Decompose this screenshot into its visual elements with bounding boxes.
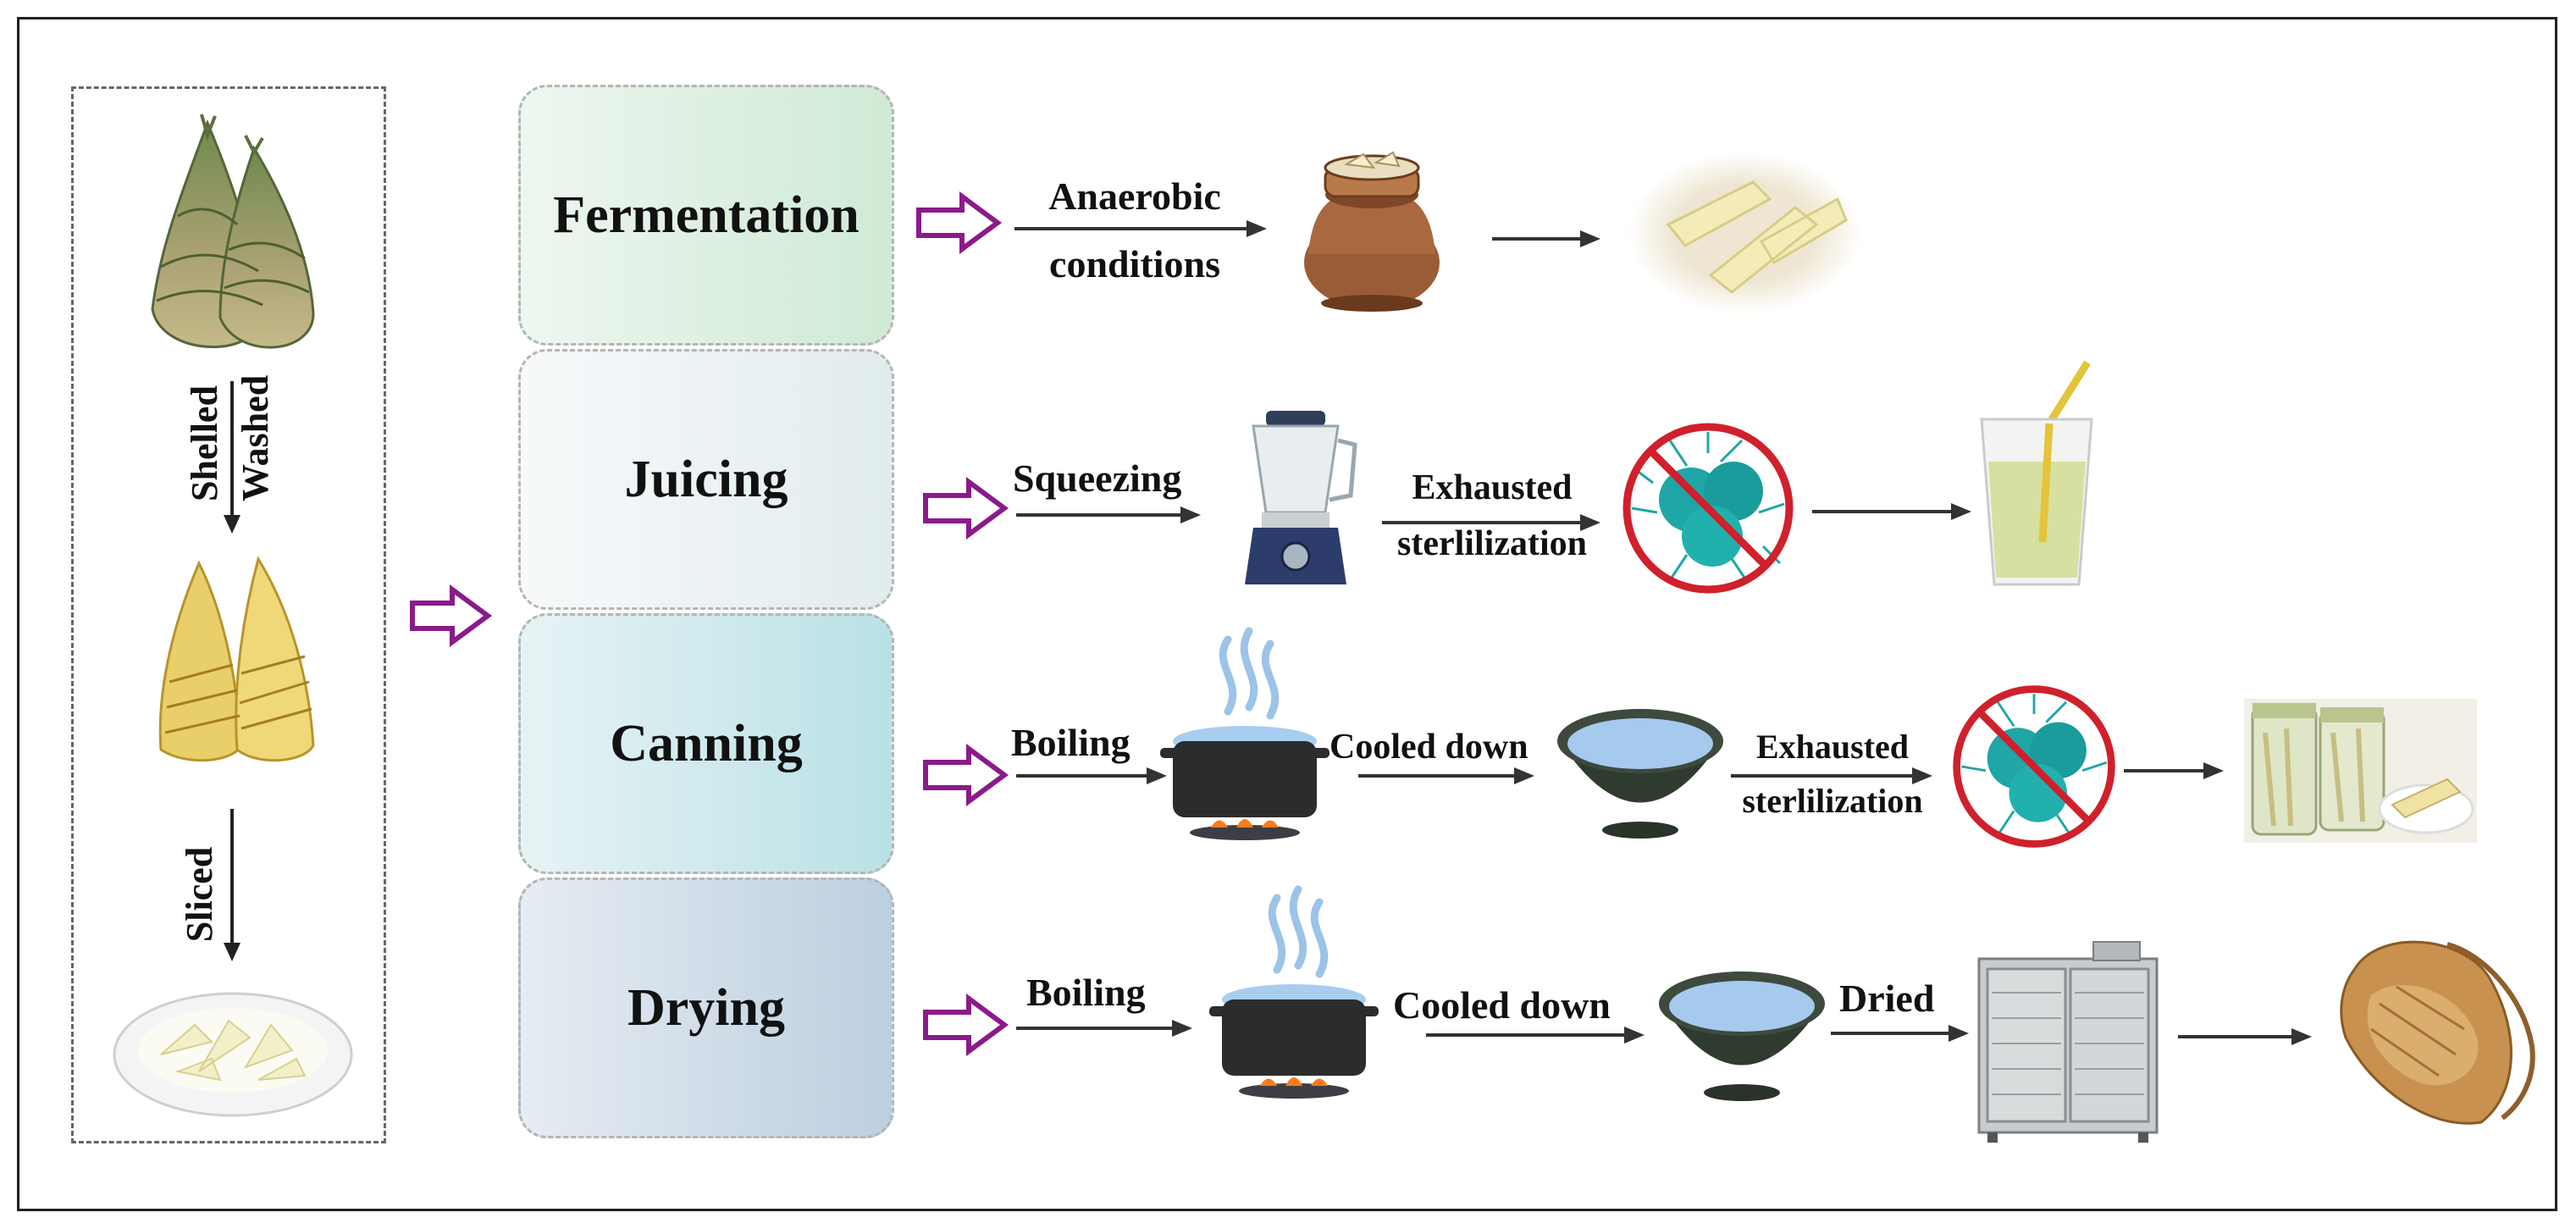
sliced-arrow	[224, 809, 240, 961]
shelled-washed-arrow	[224, 381, 240, 534]
exhausted-label-canning: Exhausted	[1755, 728, 1910, 766]
sterilization-no-virus-icon-juicing	[1622, 423, 1794, 594]
fermentation-arrow-1	[1014, 220, 1267, 237]
drying-arrow-2	[1426, 1027, 1645, 1044]
canned-bamboo-jars-image	[2244, 699, 2477, 843]
sliced-bamboo-plate-image	[113, 992, 353, 1117]
drying-arrow-3	[1831, 1025, 1969, 1042]
canning-hollow-arrow	[923, 744, 1009, 806]
boiling-label-canning: Boiling	[1011, 721, 1130, 764]
washed-label: Washed	[235, 374, 276, 501]
fermentation-arrow-2	[1492, 230, 1600, 247]
juice-glass-icon	[1980, 360, 2093, 586]
method-box-juicing: Juicing	[518, 349, 894, 610]
fermented-shoots-image	[1628, 152, 1861, 314]
cooled-down-label-canning: Cooled down	[1329, 728, 1528, 767]
sliced-label: Sliced	[179, 846, 220, 943]
canning-arrow-3	[1731, 767, 1932, 784]
canning-arrow-2	[1358, 767, 1534, 784]
fermentation-hollow-arrow	[916, 191, 1003, 254]
method-label: Fermentation	[553, 185, 860, 244]
juicing-arrow-3	[1812, 503, 1971, 520]
anaerobic-label: Anaerobic	[1048, 174, 1221, 218]
drying-arrow-4	[2178, 1028, 2312, 1045]
juicing-arrow-2	[1382, 514, 1600, 531]
cooling-bowl-icon-canning	[1557, 709, 1723, 839]
drying-oven-icon	[1977, 941, 2159, 1143]
shelled-bamboo-shoot-image	[158, 556, 315, 762]
drying-arrow-1	[1016, 1020, 1192, 1037]
conditions-label: conditions	[1049, 242, 1220, 285]
boiling-pot-icon-canning	[1160, 627, 1329, 840]
fermentation-jar-icon	[1304, 151, 1440, 312]
cooling-bowl-icon-drying	[1659, 972, 1825, 1101]
exhausted-label-juicing: Exhausted	[1412, 468, 1573, 507]
canning-arrow-1	[1016, 767, 1167, 784]
method-box-fermentation: Fermentation	[518, 85, 894, 346]
to-methods-hollow-arrow	[410, 584, 493, 647]
boiling-label-drying: Boiling	[1026, 971, 1146, 1014]
sterilization-label-juicing: sterlilization	[1397, 524, 1587, 563]
dried-bamboo-shoots-image	[2340, 940, 2535, 1125]
shelled-label: Shelled	[184, 385, 225, 501]
whole-bamboo-shoot-image	[151, 113, 315, 349]
sterilization-label-canning: sterlilization	[1742, 782, 1923, 820]
method-label: Drying	[627, 978, 785, 1037]
sterilization-no-virus-icon-canning	[1953, 685, 2115, 848]
method-label: Canning	[610, 714, 803, 772]
squeezing-label: Squeezing	[1013, 457, 1182, 500]
juicing-arrow-1	[1016, 507, 1201, 523]
method-box-drying: Drying	[518, 877, 894, 1138]
figure-frame	[17, 17, 2557, 1211]
method-label: Juicing	[624, 450, 788, 508]
drying-hollow-arrow	[923, 994, 1009, 1056]
dried-label: Dried	[1839, 977, 1935, 1020]
method-box-canning: Canning	[518, 613, 894, 874]
raw-material-panel	[71, 86, 386, 1143]
cooled-down-label-drying: Cooled down	[1393, 983, 1611, 1027]
juicing-hollow-arrow	[923, 477, 1009, 540]
blender-icon	[1245, 411, 1357, 584]
boiling-pot-icon-drying	[1209, 885, 1379, 1099]
canning-arrow-4	[2124, 762, 2224, 779]
